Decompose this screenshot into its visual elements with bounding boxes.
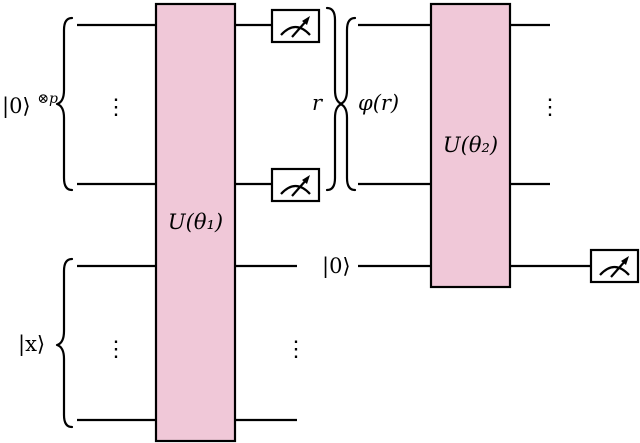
ellipsis-x-input: ⋮ — [105, 337, 127, 362]
ellipsis-x-output: ⋮ — [285, 337, 307, 362]
measurement-meter-icon — [270, 167, 321, 203]
ellipsis-p-input: ⋮ — [105, 95, 127, 120]
ellipsis-r-output: ⋮ — [539, 95, 561, 120]
measurement-meter-icon — [589, 248, 640, 284]
register-p-label: |0⟩ ⊗p — [2, 91, 58, 119]
gate-u-theta1 — [154, 2, 237, 443]
brace-register-p — [55, 16, 74, 192]
gate-u-theta2 — [429, 2, 512, 289]
output-register-label: r — [312, 91, 324, 115]
brace-register-x — [55, 257, 74, 429]
brace-input-phi — [338, 16, 357, 192]
register-x-label: |x⟩ — [18, 332, 45, 357]
gate-u-theta2-label: U(θ₂) — [443, 133, 498, 157]
gate-u-theta1-label: U(θ₁) — [168, 210, 223, 234]
brace-output-r — [325, 6, 344, 192]
ancilla-label: |0⟩ — [322, 254, 351, 279]
register-p-ket: |0⟩ — [2, 94, 31, 119]
measurement-meter-icon — [270, 8, 321, 44]
input-state-label: φ(r) — [358, 91, 399, 115]
register-p-superscript: ⊗p — [37, 91, 58, 107]
